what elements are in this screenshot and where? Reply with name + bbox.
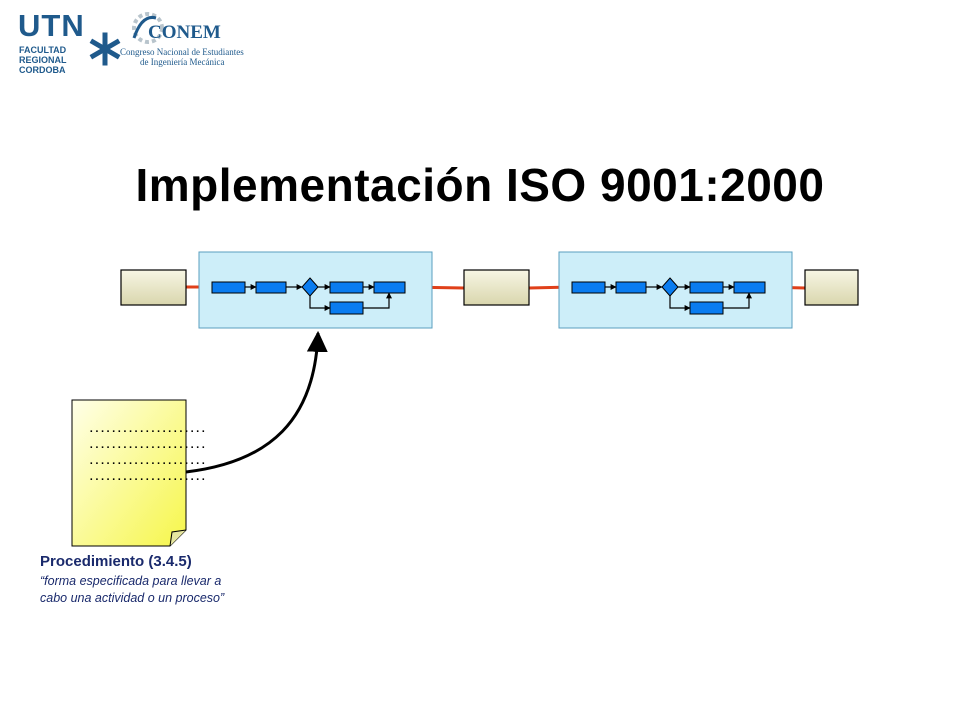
activity-2b — [615, 281, 647, 294]
conem-logo-line1: Congreso Nacional de Estudiantes — [120, 47, 244, 57]
activity-2c — [689, 281, 724, 294]
process-box-1 — [198, 251, 433, 329]
activity-2a — [571, 281, 606, 294]
activity-1a — [211, 281, 246, 294]
conem-logo-line2: de Ingeniería Mecánica — [140, 57, 225, 67]
document-line: ..................... — [88, 424, 207, 436]
process-box-2 — [558, 251, 793, 329]
utn-logo-line2: REGIONAL — [19, 55, 67, 65]
caption-title: Procedimiento (3.4.5) — [40, 553, 192, 570]
activity-1d — [373, 281, 406, 294]
activity-1c — [329, 281, 364, 294]
utn-logo-letters: UTN — [18, 8, 85, 43]
conem-logo: CONEM Congreso Nacional de Estudiantes d… — [118, 10, 248, 68]
procedure-document: ..................... ..................… — [72, 400, 207, 546]
document-line: ..................... — [88, 472, 207, 484]
input-box — [120, 269, 187, 306]
utn-logo-line3: CORDOBA — [19, 65, 66, 75]
activity-2d — [733, 281, 766, 294]
activity-1b — [255, 281, 287, 294]
activity-2e — [689, 301, 724, 315]
conem-gear-icon — [132, 12, 164, 44]
procedure-document-shape — [71, 399, 187, 547]
utn-logo: UTN FACULTAD REGIONAL CORDOBA — [18, 8, 121, 75]
document-line: ..................... — [88, 456, 207, 468]
caption-line-1: “forma especificada para llevar a — [40, 574, 222, 588]
conem-logo-name: CONEM — [148, 22, 221, 43]
caption-definition: “forma especificada para llevar a cabo u… — [40, 573, 370, 607]
intermediate-box — [463, 269, 530, 306]
activity-1e — [329, 301, 364, 315]
utn-emblem-icon — [89, 32, 121, 66]
link-arrow — [185, 330, 328, 474]
utn-logo-line1: FACULTAD — [19, 45, 67, 55]
output-box — [804, 269, 859, 306]
document-lines: ..................... ..................… — [88, 422, 207, 486]
document-line: ..................... — [88, 440, 207, 452]
page-title: Implementación ISO 9001:2000 — [135, 159, 825, 211]
procedure-caption: Procedimiento (3.4.5) “forma especificad… — [40, 553, 370, 607]
caption-line-2: cabo una actividad o un proceso” — [40, 591, 225, 605]
